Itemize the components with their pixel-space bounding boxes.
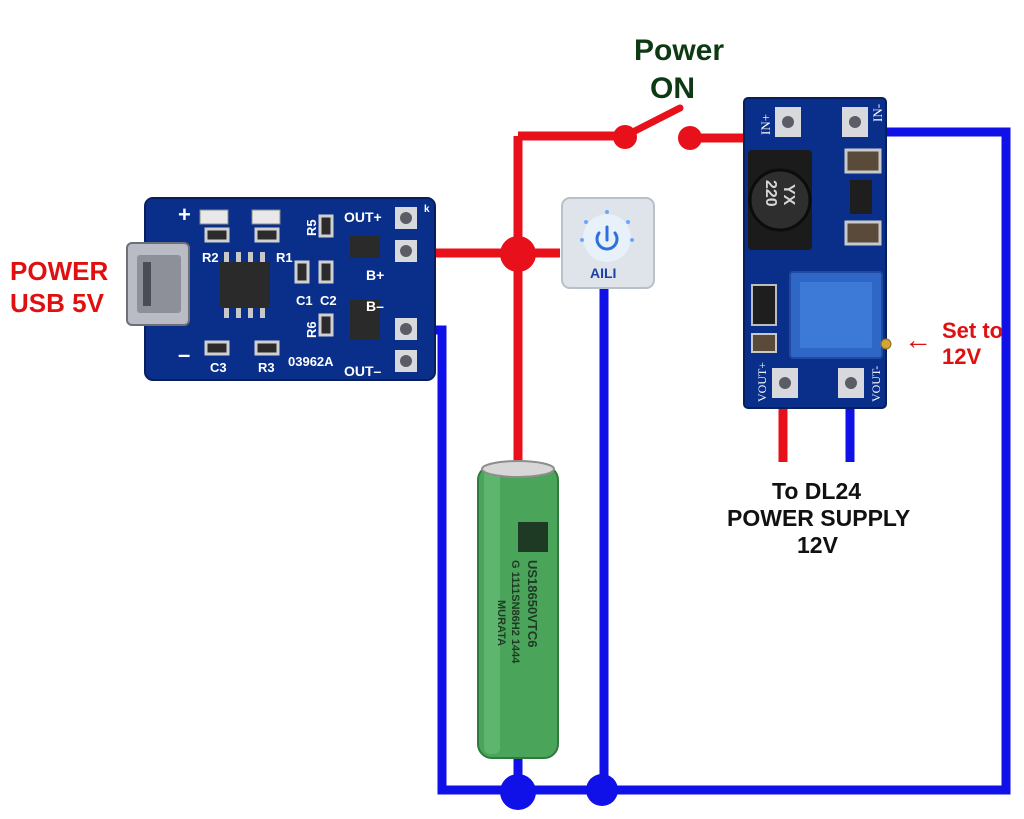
power-icon — [595, 225, 619, 251]
battery-print-2: G 1111SN86H2 1444 — [509, 560, 521, 664]
wire-b-minus-to-ground — [420, 127, 1011, 795]
silk-r3: R3 — [258, 360, 275, 375]
positive-wires — [418, 131, 790, 470]
silk-c1: C1 — [296, 293, 313, 308]
silk-c2: C2 — [320, 293, 337, 308]
silk-k: k — [424, 204, 430, 215]
silk-r1: R1 — [276, 250, 293, 265]
charger-ic — [220, 262, 270, 308]
silk-r5: R5 — [304, 219, 319, 236]
inductor: YX 220 — [748, 150, 812, 250]
silk-r2: R2 — [202, 250, 219, 265]
power-on-label-line1: Power — [634, 34, 725, 67]
power-on-switch[interactable] — [613, 104, 702, 150]
usb-power-label-line1: POWER — [10, 256, 109, 286]
set-to-arrow: ← — [904, 324, 932, 355]
power-on-label-line2: ON — [650, 72, 695, 105]
output-label-line3: 12V — [797, 532, 838, 558]
svg-text:YX: YX — [780, 184, 797, 206]
silk-r6: R6 — [304, 321, 319, 338]
switch-contact-left — [613, 125, 637, 149]
silk-out-minus: OUT– — [344, 363, 382, 379]
potentiometer[interactable] — [789, 271, 892, 359]
silk-model: 03962A — [288, 354, 334, 369]
set-to-label-line2: 12V — [942, 344, 982, 369]
set-to-label-line1: Set to — [942, 318, 1004, 343]
junction-dot-switch-ground — [586, 774, 618, 806]
charger-board: + – R2 R1 R5 R6 C1 C2 C3 R3 03962A OUT+ … — [126, 197, 436, 381]
battery-print-1: US18650VTC6 — [525, 560, 540, 647]
usb-power-label-line2: USB 5V — [10, 288, 104, 318]
silk-in-plus: IN+ — [758, 114, 773, 135]
silk-vout-minus: VOUT- — [869, 366, 883, 402]
silk-vout-plus: VOUT+ — [755, 362, 769, 402]
svg-text:220: 220 — [762, 180, 779, 207]
micro-usb-port[interactable] — [126, 242, 190, 326]
output-label-line2: POWER SUPPLY — [727, 505, 911, 531]
junction-dot-positive — [500, 236, 536, 272]
output-label-line1: To DL24 — [772, 478, 862, 504]
battery-print-3: MURATA — [495, 600, 507, 646]
silk-plus: + — [178, 202, 191, 227]
switch-brand: AILI — [590, 265, 616, 281]
switch-contact-right — [678, 126, 702, 150]
junction-dot-battery-ground — [500, 774, 536, 810]
battery-18650: US18650VTC6 G 1111SN86H2 1444 MURATA — [477, 460, 559, 759]
boost-converter-board: YX 220 IN+ IN- VOUT+ VOUT- — [743, 97, 892, 409]
silk-out-plus: OUT+ — [344, 209, 382, 225]
touch-switch-module[interactable]: AILI — [561, 197, 655, 289]
silk-in-minus: IN- — [870, 104, 885, 122]
potentiometer-screw[interactable] — [880, 338, 892, 350]
silk-minus: – — [178, 342, 190, 367]
silk-c3: C3 — [210, 360, 227, 375]
silk-b-minus: B– — [366, 298, 384, 314]
silk-b-plus: B+ — [366, 267, 384, 283]
battery-qr-code — [518, 522, 548, 552]
